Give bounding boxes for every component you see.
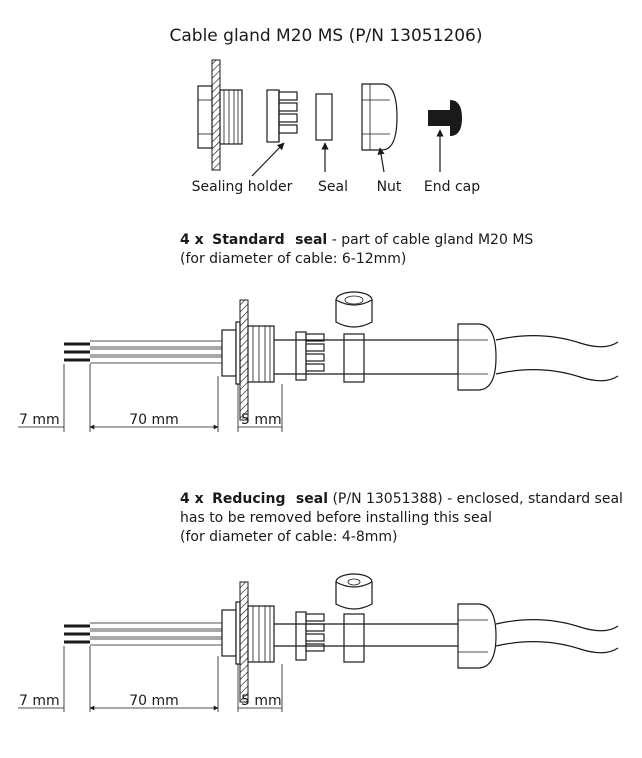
end-cap-part <box>428 100 462 136</box>
reducing-line3: (for diameter of cable: 4-8mm) <box>180 529 397 545</box>
label-seal: Seal <box>318 179 348 195</box>
nut-arrow <box>377 147 385 173</box>
assembly-standard: 7 mm 70 mm 5 mm <box>18 291 619 432</box>
reducing-qty: 4 x <box>180 491 204 507</box>
sealing-holder-arrow <box>251 142 285 177</box>
standard-line2: (for diameter of cable: 6-12mm) <box>180 251 406 267</box>
dim-7mm: 7 mm <box>19 412 60 428</box>
svg-text:4 x Reducing seal: 4 x Reducing seal (P/N 13051388) - enclo… <box>180 491 623 507</box>
dimension-lines <box>18 646 283 712</box>
reducing-name: Reducing <box>212 491 285 507</box>
standard-desc: - part of cable gland M20 MS <box>332 232 534 248</box>
dim-5mm: 5 mm <box>241 693 282 709</box>
label-sealing-holder: Sealing holder <box>192 179 293 195</box>
reducing-line2: has to be removed before installing this… <box>180 510 492 526</box>
wires <box>64 622 235 646</box>
standard-name2: seal <box>295 232 327 248</box>
dim-5mm: 5 mm <box>241 412 282 428</box>
dim-70mm: 70 mm <box>129 693 179 709</box>
sealing-holder-part <box>266 89 298 143</box>
seal-part <box>315 93 333 141</box>
exploded-view: Sealing holder Seal Nut End cap <box>192 59 480 195</box>
nut-part <box>361 83 398 151</box>
diagram-title: Cable gland M20 MS (P/N 13051206) <box>169 26 482 46</box>
label-end-cap: End cap <box>424 179 480 195</box>
wall-panel <box>239 299 249 421</box>
svg-text:4 x Standard seal: 4 x Standard seal - part of cable gland … <box>180 232 533 248</box>
gland-body <box>197 59 243 171</box>
reducing-name2: seal <box>296 491 328 507</box>
reducing-desc: (P/N 13051388) - enclosed, standard seal <box>332 491 622 507</box>
standard-name: Standard <box>212 232 285 248</box>
label-nut: Nut <box>377 179 402 195</box>
dimension-lines <box>18 364 283 432</box>
wires <box>64 340 235 364</box>
dim-70mm: 70 mm <box>129 412 179 428</box>
wall-panel <box>239 581 249 703</box>
standard-seal-caption: 4 x Standard seal - part of cable gland … <box>180 232 533 267</box>
dim-7mm: 7 mm <box>19 693 60 709</box>
assembly-reducing: 7 mm 70 mm 5 mm <box>18 573 619 712</box>
standard-qty: 4 x <box>180 232 204 248</box>
reducing-seal-caption: 4 x Reducing seal (P/N 13051388) - enclo… <box>180 491 623 545</box>
